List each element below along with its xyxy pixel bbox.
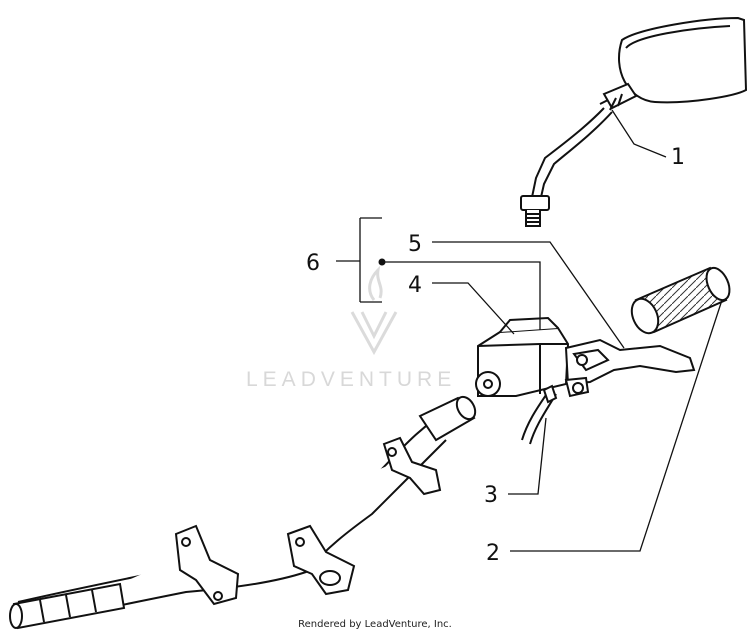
leader-6-inner [382, 261, 541, 330]
right-grip-part [630, 266, 731, 335]
leadventure-logo-icon [350, 265, 398, 356]
callout-3: 3 [484, 483, 498, 508]
leader-4 [432, 282, 515, 335]
leader-5 [432, 241, 625, 349]
stop-switch-part [521, 384, 558, 445]
leader-dot [378, 258, 386, 266]
brake-lever-part [564, 338, 696, 398]
mirror-part [520, 16, 748, 227]
leader-1 [611, 109, 667, 158]
footer-credit: Rendered by LeadVenture, Inc. [298, 619, 452, 630]
master-cylinder-part [475, 316, 570, 397]
leader-lines [336, 109, 723, 552]
callout-6: 6 [306, 251, 320, 276]
handlebar-tube [9, 395, 477, 630]
leader-3 [508, 417, 547, 495]
bracket-6 [336, 217, 382, 303]
callout-labels: 1 2 3 4 5 6 [306, 145, 685, 566]
callout-4: 4 [408, 273, 422, 298]
leader-2 [510, 299, 723, 552]
callout-2: 2 [486, 541, 500, 566]
watermark-text: LEADVENTURE [246, 368, 456, 391]
callout-5: 5 [408, 232, 422, 257]
callout-1: 1 [671, 145, 685, 170]
watermark: LEADVENTURE [246, 265, 456, 391]
handlebar-clamps [174, 436, 442, 606]
